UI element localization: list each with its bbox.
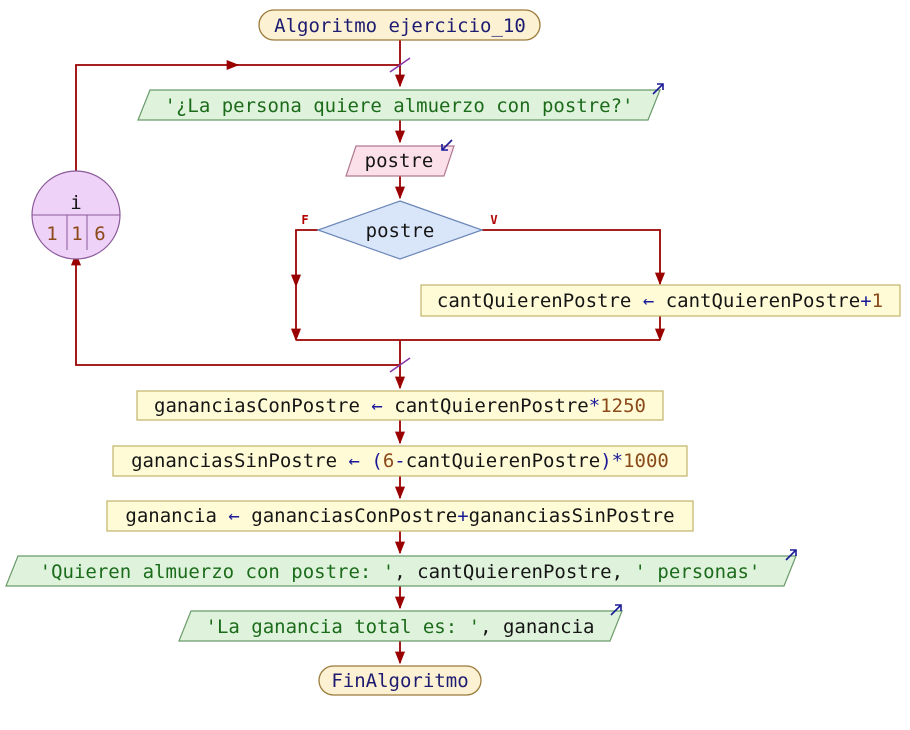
- input-arrow-icon: [441, 139, 453, 151]
- assign-ganancias-con-postre[interactable]: gananciasConPostre ← cantQuierenPostre*1…: [136, 390, 664, 421]
- output-arrow-icon: [652, 83, 664, 95]
- output-arrow-icon: [785, 549, 797, 561]
- output3-text: 'La ganancia total es: ', ganancia: [206, 616, 595, 638]
- output-ganancia-total[interactable]: 'La ganancia total es: ', ganancia: [178, 604, 623, 642]
- edge-loop-back-up: [70, 252, 400, 366]
- assign3-text: ganancia ← gananciasConPostre+gananciasS…: [125, 505, 674, 527]
- input-var-text: postre: [365, 150, 434, 172]
- assign-ganancia[interactable]: ganancia ← gananciasConPostre+gananciasS…: [106, 500, 694, 532]
- edge-false-branch: [290, 229, 318, 288]
- output-arrow-icon: [610, 604, 622, 616]
- edge-loop-to-body: [75, 64, 400, 178]
- loop-tick-bottom: [389, 357, 411, 373]
- loop-ticks: [389, 57, 411, 373]
- output-cant-quieren-postre[interactable]: 'Quieren almuerzo con postre: ', cantQui…: [5, 549, 797, 587]
- true-branch-label: V: [490, 213, 497, 227]
- end-terminal[interactable]: FinAlgoritmo: [318, 665, 482, 696]
- end-label: FinAlgoritmo: [331, 670, 468, 692]
- loop-end: 6: [94, 223, 105, 245]
- output2-text: 'Quieren almuerzo con postre: ', cantQui…: [40, 561, 761, 583]
- loop-step: 1: [71, 223, 82, 245]
- assign1-text: gananciasConPostre ← cantQuierenPostre*1…: [154, 395, 646, 417]
- start-label: Algoritmo ejercicio_10: [274, 15, 526, 37]
- connectors: [70, 40, 666, 665]
- loop-variable: i: [70, 192, 81, 214]
- true-assign-node[interactable]: cantQuierenPostre ← cantQuierenPostre+1: [420, 284, 901, 317]
- assign-ganancias-sin-postre[interactable]: gananciasSinPostre ← (6-cantQuierenPostr…: [112, 445, 688, 477]
- start-terminal[interactable]: Algoritmo ejercicio_10: [258, 9, 541, 41]
- decision-node[interactable]: postre: [316, 200, 484, 260]
- loop-start: 1: [46, 223, 57, 245]
- output-prompt-node[interactable]: '¿La persona quiere almuerzo con postre?…: [137, 83, 664, 121]
- false-branch-label: F: [301, 213, 308, 227]
- assign2-text: gananciasSinPostre ← (6-cantQuierenPostr…: [131, 450, 669, 472]
- edge-true-branch: [482, 229, 666, 286]
- true-assign-text: cantQuierenPostre ← cantQuierenPostre+1: [437, 290, 883, 312]
- decision-condition: postre: [366, 220, 435, 242]
- loop-tick-top: [389, 57, 411, 73]
- output-prompt-text: '¿La persona quiere almuerzo con postre?…: [165, 95, 634, 117]
- input-node[interactable]: postre: [345, 139, 455, 177]
- loop-node[interactable]: i 1 1 6: [31, 170, 121, 260]
